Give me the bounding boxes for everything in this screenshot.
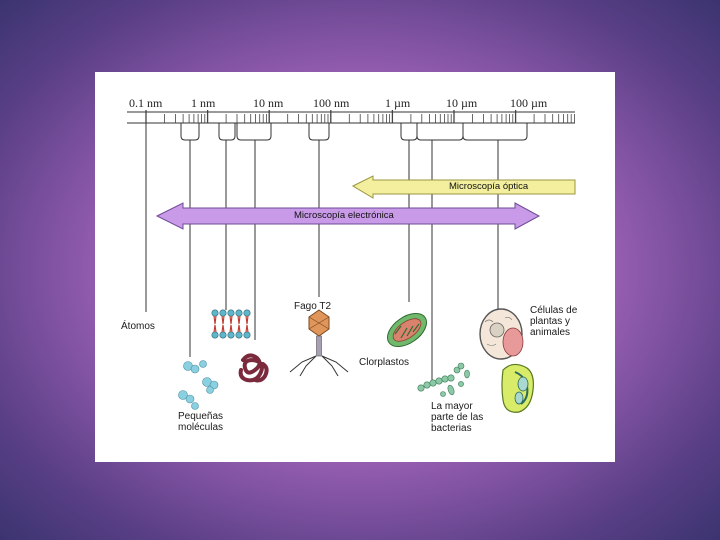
scale-label-10um: 10 µm	[446, 96, 478, 110]
phage-t2-label: Fago T2	[294, 301, 332, 312]
scale-ruler	[127, 110, 575, 124]
plant-cell-icon	[501, 363, 534, 413]
small-molecules-label: Pequeñas moléculas	[178, 411, 224, 433]
electron-microscopy-arrow	[155, 202, 541, 230]
membrane-lipids-icon	[211, 309, 251, 339]
small-molecules-icon	[178, 360, 219, 410]
protein-icon	[238, 353, 269, 383]
electron-microscopy-label: Microscopía electrónica	[294, 210, 394, 221]
scale-label-1nm: 1 nm	[191, 96, 216, 110]
phage-t2-icon	[289, 309, 349, 377]
optical-microscopy-label: Microscopía óptica	[449, 181, 529, 192]
diagram-panel: 0.1 nm 1 nm 10 nm 100 nm 1 µm 10 µm 100 …	[95, 72, 615, 462]
scale-label-10nm: 10 nm	[253, 96, 284, 110]
animal-cell-icon	[479, 308, 524, 360]
bacteria-label: La mayor parte de las bacterias	[431, 401, 484, 434]
optical-microscopy-arrow	[351, 175, 576, 199]
cells-label: Células de plantas y animales	[530, 305, 578, 338]
scale-label-1um: 1 µm	[385, 96, 411, 110]
scale-label-100um: 100 µm	[510, 96, 548, 110]
guide-lines	[145, 123, 528, 380]
diagram-graphics	[127, 110, 576, 413]
chloroplasts-label: Clorplastos	[359, 357, 410, 368]
atoms-label: Átomos	[121, 321, 155, 332]
chloroplast-icon	[386, 312, 428, 348]
bacteria-icon	[417, 362, 470, 397]
scale-label-0-1nm: 0.1 nm	[129, 96, 163, 110]
scale-label-100nm: 100 nm	[313, 96, 350, 110]
